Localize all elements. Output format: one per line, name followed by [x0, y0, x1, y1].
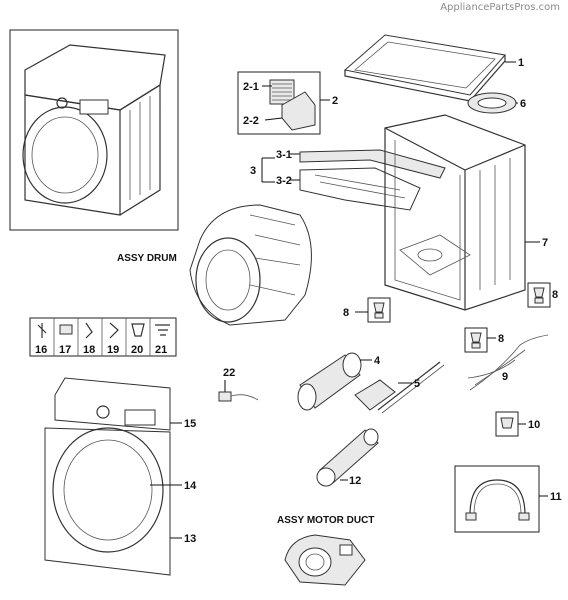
part-duct-tube: 12 — [316, 428, 379, 487]
caption-assy-drum: ASSY DRUM — [117, 253, 177, 264]
callout-21: 21 — [155, 344, 167, 356]
part-gasket-ring: 6 — [467, 92, 526, 114]
callout-20: 20 — [131, 344, 143, 356]
callout-2-2: 2-2 — [243, 115, 259, 127]
callout-13: 13 — [184, 533, 196, 545]
callout-3: 3 — [250, 165, 256, 177]
part-hose: 11 — [454, 465, 562, 533]
callout-19: 19 — [107, 344, 119, 356]
callout-15: 15 — [184, 418, 196, 430]
callout-6: 6 — [520, 98, 526, 110]
part-leg-a: 8 — [343, 297, 391, 323]
part-assy-drum: ASSY DRUM — [117, 204, 312, 326]
part-assy-motor-duct: ASSY MOTOR DUCT — [277, 515, 374, 586]
callout-12: 12 — [349, 475, 361, 487]
watermark: AppliancePartsPros.com — [440, 2, 560, 13]
part-cabinet: 7 — [384, 114, 548, 311]
part-wire-harness: 9 — [467, 334, 549, 391]
part-leg-b: 8 — [527, 282, 558, 308]
callout-8-a: 8 — [343, 307, 349, 319]
callout-22: 22 — [223, 367, 235, 379]
small-parts-row: 16 17 18 19 20 21 — [29, 317, 177, 357]
callout-5: 5 — [414, 378, 420, 390]
callout-4: 4 — [374, 355, 381, 367]
part-fastener: 10 — [495, 411, 540, 437]
callout-8-b: 8 — [552, 289, 558, 301]
part-motor: 4 — [297, 352, 381, 411]
part-filter-box: 2-1 2-2 2 — [237, 71, 338, 135]
callout-9: 9 — [502, 371, 508, 383]
callout-17: 17 — [59, 344, 71, 356]
caption-assy-motor-duct: ASSY MOTOR DUCT — [277, 515, 374, 526]
callout-2-1: 2-1 — [243, 81, 259, 93]
callout-3-2: 3-2 — [276, 175, 292, 187]
part-front-assembly: 15 14 13 — [44, 377, 197, 576]
part-control-bracket: 3 3-1 3-2 — [250, 149, 446, 211]
callout-16: 16 — [35, 344, 47, 356]
callout-11: 11 — [550, 491, 562, 503]
callout-10: 10 — [528, 419, 540, 431]
part-leg-c: 8 — [464, 327, 504, 353]
dryer-overview-box — [9, 29, 179, 231]
part-heater: 5 — [354, 361, 445, 414]
part-top-cover: 1 — [343, 34, 524, 102]
callout-2: 2 — [332, 95, 338, 107]
callout-14: 14 — [184, 480, 197, 492]
part-sensor-wire: 22 — [218, 367, 259, 402]
callout-8-c: 8 — [498, 333, 504, 345]
callout-7: 7 — [542, 237, 548, 249]
callout-3-1: 3-1 — [276, 149, 292, 161]
callout-18: 18 — [83, 344, 95, 356]
callout-1: 1 — [518, 57, 524, 69]
